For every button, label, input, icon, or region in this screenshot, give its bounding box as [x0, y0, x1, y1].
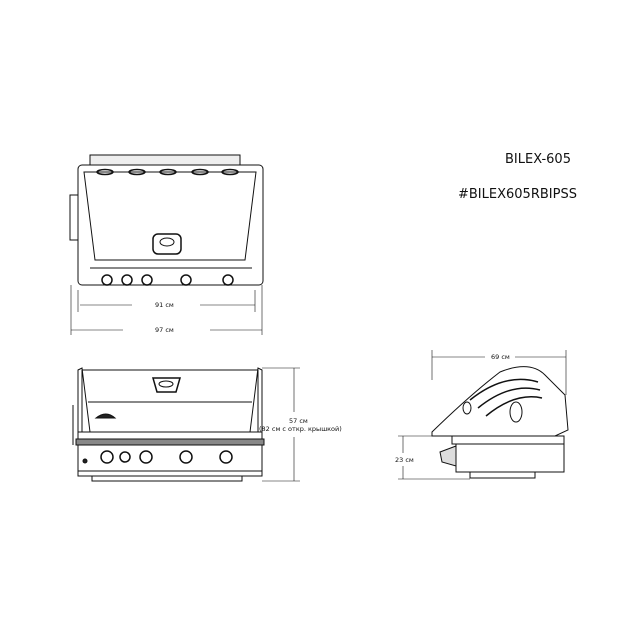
inner-width-label: 91 см [155, 301, 174, 309]
outer-width-label: 97 см [155, 326, 174, 334]
depth-label: 69 см [491, 353, 510, 361]
top-view [69, 154, 264, 286]
base-height-label: 23 см [395, 456, 414, 464]
product-sku: #BILEX605RBIPSS [458, 187, 577, 202]
front-view [72, 367, 265, 482]
height-dimension [262, 367, 300, 482]
depth-dimensions [398, 350, 567, 480]
height-label: 57 см [289, 417, 308, 425]
height-open-label: (82 см с откр. крышкой) [259, 425, 342, 433]
model-name: BILEX-605 [505, 152, 571, 167]
width-dimensions [70, 285, 263, 335]
side-view [431, 366, 569, 479]
